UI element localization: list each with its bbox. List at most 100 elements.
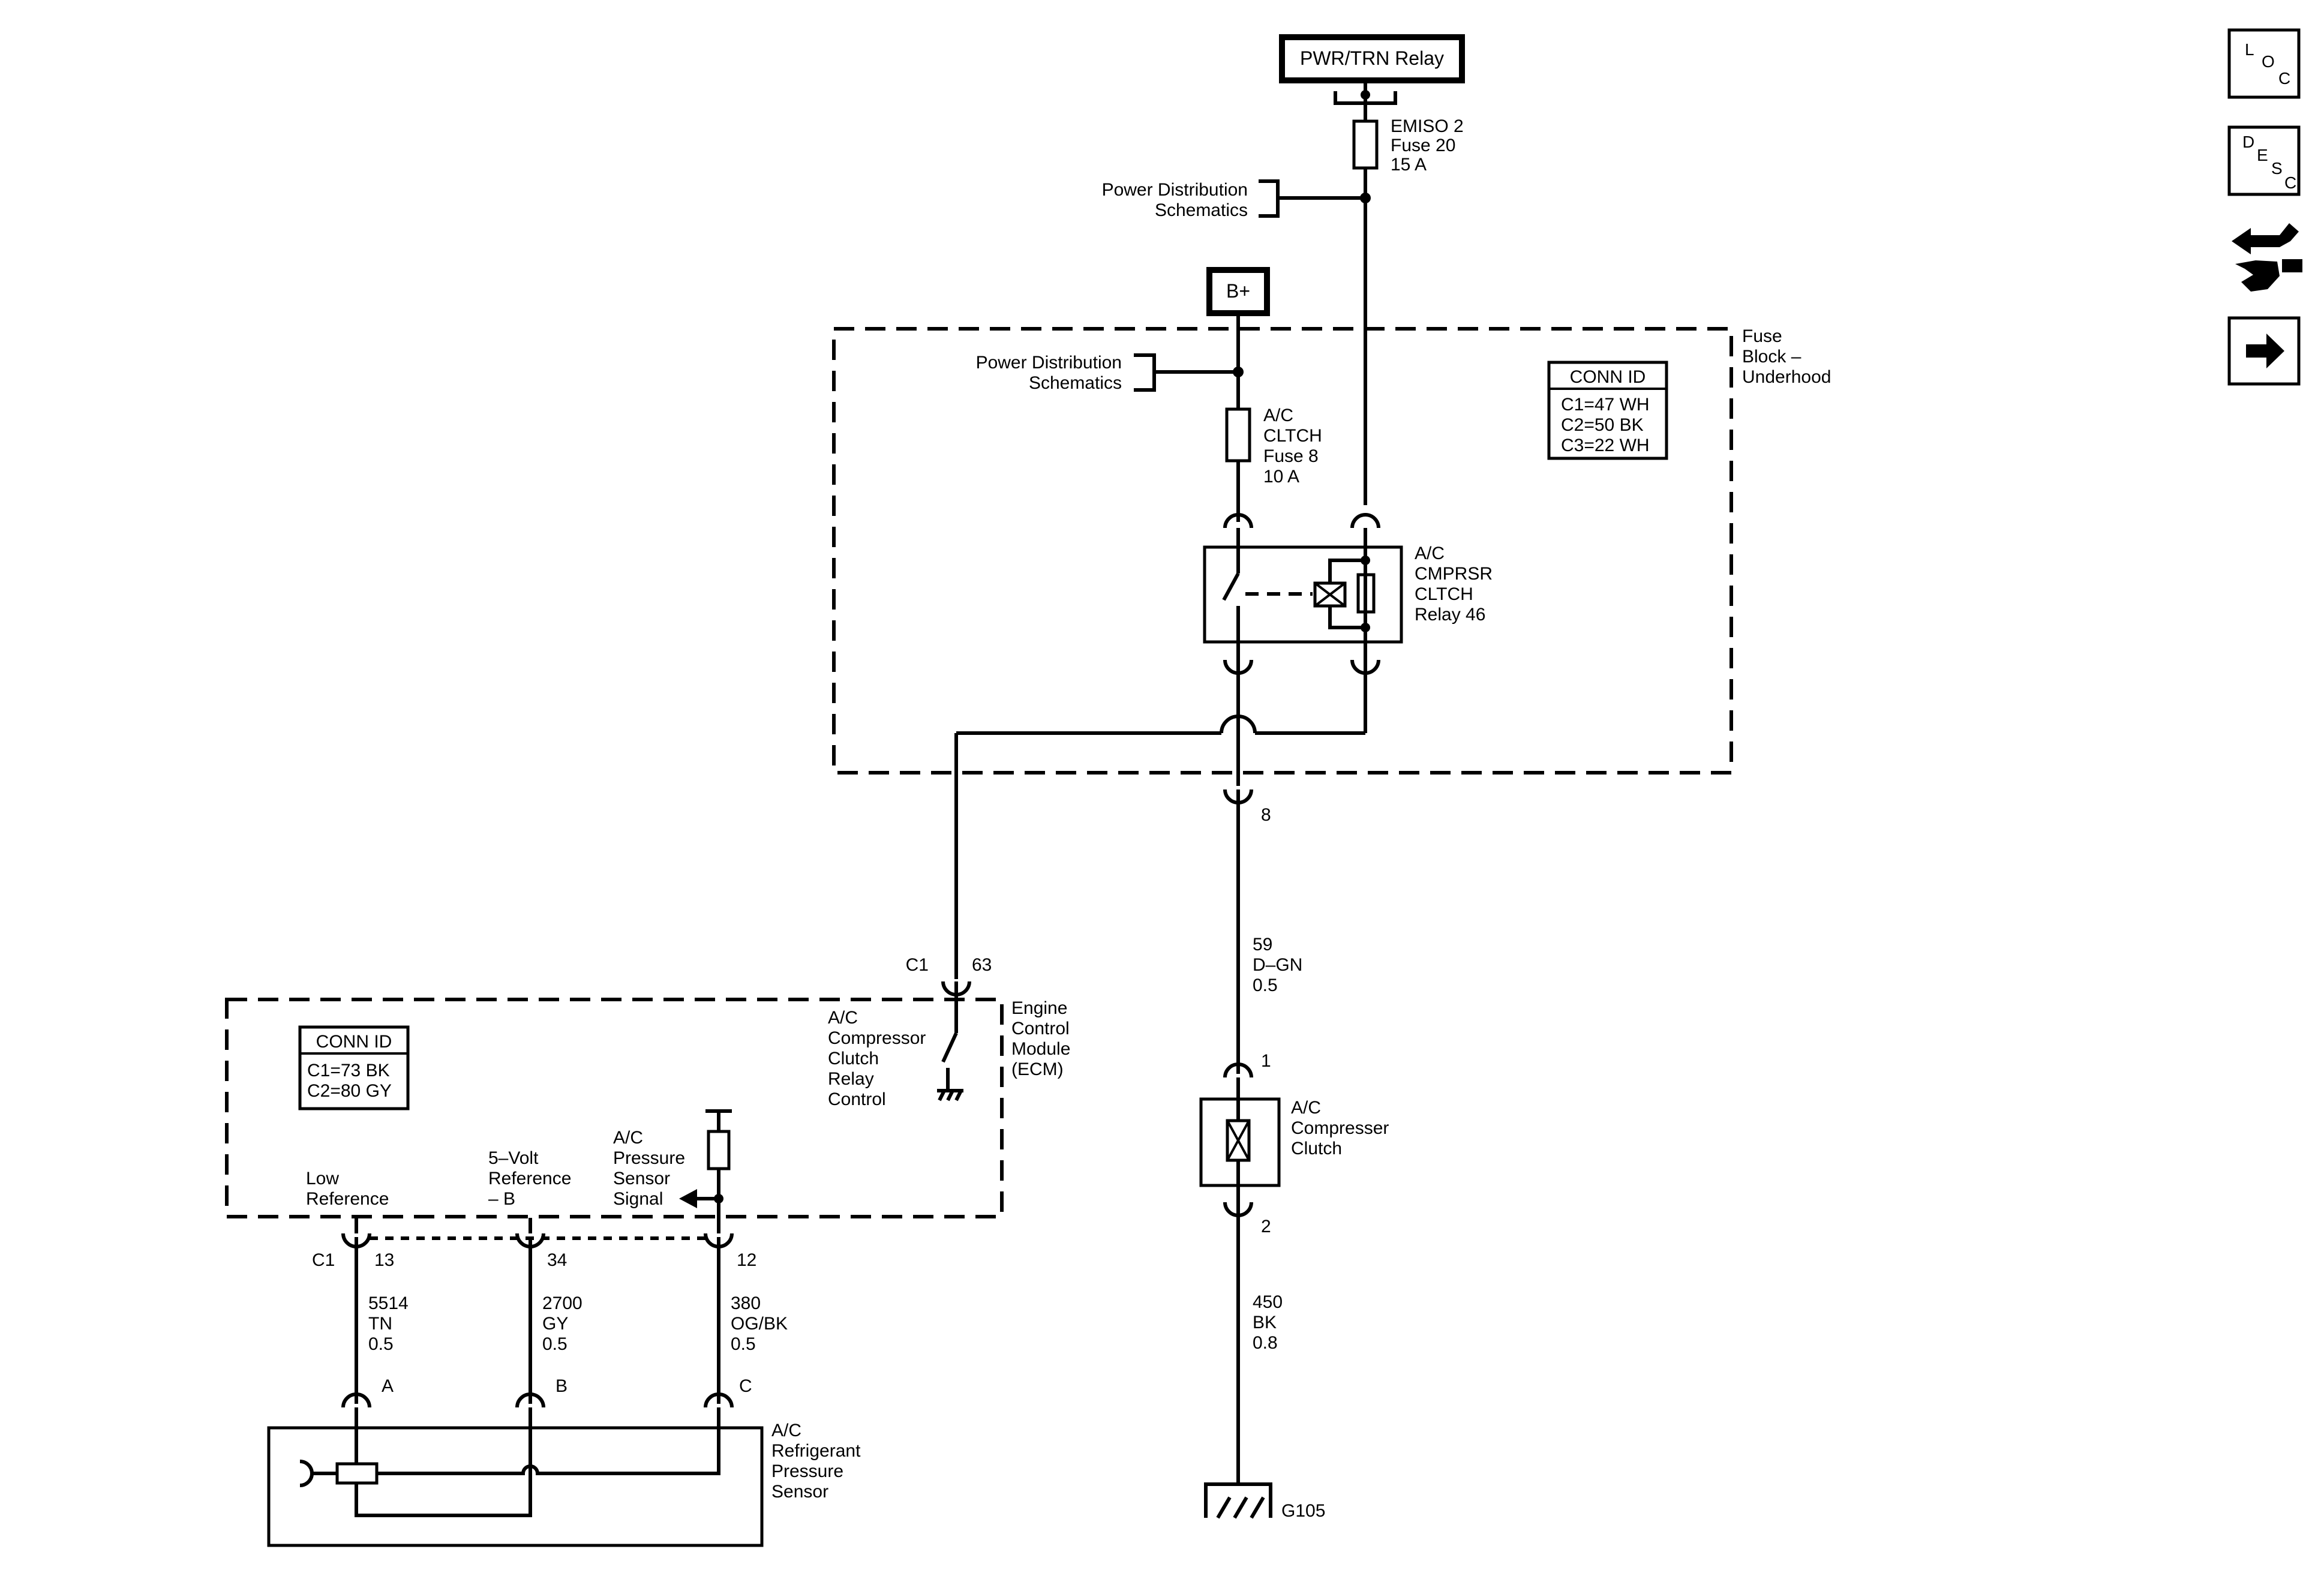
conn-id-ecm-lines: C1=73 BK C2=80 GY [307, 1061, 392, 1101]
wire-450-label: 450 BK 0.8 [1253, 1292, 1283, 1353]
signal-arrow [679, 1189, 697, 1208]
pin-a-label: A [382, 1376, 394, 1396]
wire-380-label: 380 OG/BK 0.5 [731, 1293, 788, 1354]
wire-2700-label: 2700 GY 0.5 [542, 1293, 582, 1354]
svg-text:A/C: A/C [1415, 544, 1445, 563]
clutch-coil-x [1226, 1120, 1250, 1161]
connector-relay-in-left [1223, 513, 1253, 529]
svg-text:CMPRSR: CMPRSR [1415, 564, 1493, 584]
svg-text:L: L [2245, 40, 2254, 59]
svg-text:Refrigerant: Refrigerant [771, 1441, 861, 1461]
ecm-pin-conn: C1 [906, 955, 929, 975]
pin-2-label: 2 [1261, 1217, 1271, 1236]
svg-text:Relay: Relay [828, 1069, 874, 1089]
clutch-fuse-symbol [1225, 407, 1251, 463]
connector-pin-1 [1223, 1062, 1253, 1078]
svg-text:0.8: 0.8 [1253, 1333, 1278, 1353]
svg-text:E: E [2257, 146, 2268, 164]
next-arrow-button[interactable] [2227, 316, 2301, 386]
svg-text:380: 380 [731, 1293, 761, 1313]
svg-text:CLTCH: CLTCH [1263, 426, 1322, 446]
svg-text:Pressure: Pressure [613, 1148, 685, 1168]
loc-button[interactable]: L O C [2227, 28, 2301, 99]
svg-text:0.5: 0.5 [731, 1334, 756, 1354]
svg-text:A/C: A/C [771, 1421, 801, 1440]
svg-text:10 A: 10 A [1263, 467, 1299, 487]
sensor-element [335, 1462, 379, 1485]
svg-text:TN: TN [368, 1314, 392, 1334]
svg-text:C: C [2278, 69, 2290, 88]
connector-pin-c [704, 1392, 734, 1408]
svg-text:Engine: Engine [1011, 998, 1067, 1018]
ecm-control-label: A/C Compressor Clutch Relay Control [828, 1008, 926, 1109]
low-reference-label: Low Reference [306, 1169, 389, 1209]
svg-text:A/C: A/C [1291, 1098, 1321, 1118]
svg-text:BK: BK [1253, 1313, 1277, 1332]
svg-text:EMISO 2: EMISO 2 [1391, 116, 1464, 136]
refrigerant-sensor-label: A/C Refrigerant Pressure Sensor [771, 1421, 861, 1502]
wire-5514-label: 5514 TN 0.5 [368, 1293, 409, 1354]
svg-text:Schematics: Schematics [1155, 200, 1248, 220]
pin-8-label: 8 [1261, 805, 1271, 825]
arrow-right-icon [2246, 334, 2284, 368]
svg-text:Sensor: Sensor [771, 1482, 828, 1502]
svg-text:Clutch: Clutch [1291, 1139, 1342, 1158]
pullup-resistor [707, 1130, 731, 1170]
svg-text:D: D [2242, 133, 2254, 151]
svg-text:– B: – B [488, 1189, 515, 1209]
ground-symbol [1204, 1482, 1272, 1518]
relay-node-top [1361, 556, 1370, 565]
relay-coil-x [1314, 582, 1346, 607]
relay-coil-wires [1328, 559, 1365, 629]
ground-hatch [1216, 1496, 1265, 1519]
clutch-fuse-label: A/C CLTCH Fuse 8 10 A [1263, 406, 1322, 487]
bracket-power-dist-inner [1134, 353, 1156, 392]
fuse-block-label: Fuse Block – Underhood [1742, 326, 1831, 387]
refrigerant-sensor-box [267, 1426, 764, 1547]
svg-text:S: S [2271, 159, 2283, 178]
conn-id-ecm [298, 1025, 410, 1110]
svg-text:Low: Low [306, 1169, 339, 1188]
battery-box [1206, 267, 1270, 316]
power-dist-top-label: Power Distribution Schematics [1102, 180, 1248, 220]
svg-text:Compresser: Compresser [1291, 1118, 1389, 1138]
connector-end-view-icon[interactable] [2232, 223, 2302, 292]
pwr-trn-relay-box [1279, 34, 1465, 83]
svg-text:GY: GY [542, 1314, 568, 1334]
bracket-power-dist-top [1259, 179, 1280, 218]
pin-1-label: 1 [1261, 1051, 1271, 1071]
svg-text:Fuse 20: Fuse 20 [1391, 136, 1455, 155]
pressure-signal-label: A/C Pressure Sensor Signal [613, 1128, 685, 1209]
five-volt-label: 5–Volt Reference – B [488, 1148, 571, 1209]
pin-c-label: C [739, 1376, 752, 1396]
pin-13-label: 13 [374, 1250, 394, 1270]
svg-text:Fuse: Fuse [1742, 326, 1782, 346]
pullup-supply [705, 1109, 732, 1131]
svg-text:Reference: Reference [306, 1189, 389, 1209]
svg-text:0.5: 0.5 [542, 1334, 568, 1354]
svg-text:5–Volt: 5–Volt [488, 1148, 539, 1168]
svg-text:Fuse 8: Fuse 8 [1263, 446, 1319, 466]
svg-text:Control: Control [1011, 1019, 1070, 1038]
compressor-clutch-label: A/C Compresser Clutch [1291, 1098, 1389, 1158]
svg-text:A/C: A/C [828, 1008, 858, 1028]
svg-text:O: O [2262, 52, 2275, 71]
emiso-fuse-label: EMISO 2 Fuse 20 15 A [1391, 116, 1464, 175]
svg-text:2700: 2700 [542, 1293, 582, 1313]
svg-text:C2=50 BK: C2=50 BK [1561, 415, 1644, 435]
svg-text:Schematics: Schematics [1029, 373, 1122, 393]
desc-button[interactable]: D E S C [2227, 125, 2301, 196]
pin-34-label: 34 [547, 1250, 567, 1270]
svg-text:Reference: Reference [488, 1169, 571, 1188]
ecm-label: Engine Control Module (ECM) [1011, 998, 1070, 1079]
pin-12-label: 12 [737, 1250, 756, 1270]
ecm-pin-63: 63 [972, 955, 992, 975]
conn-id-title: CONN ID [1570, 367, 1646, 387]
svg-text:CLTCH: CLTCH [1415, 584, 1473, 604]
svg-text:Signal: Signal [613, 1189, 663, 1209]
svg-text:C1=47 WH: C1=47 WH [1561, 395, 1650, 415]
svg-text:A/C: A/C [1263, 406, 1293, 425]
wire-59-label: 59 D–GN 0.5 [1253, 935, 1302, 995]
svg-text:Relay 46: Relay 46 [1415, 605, 1485, 625]
